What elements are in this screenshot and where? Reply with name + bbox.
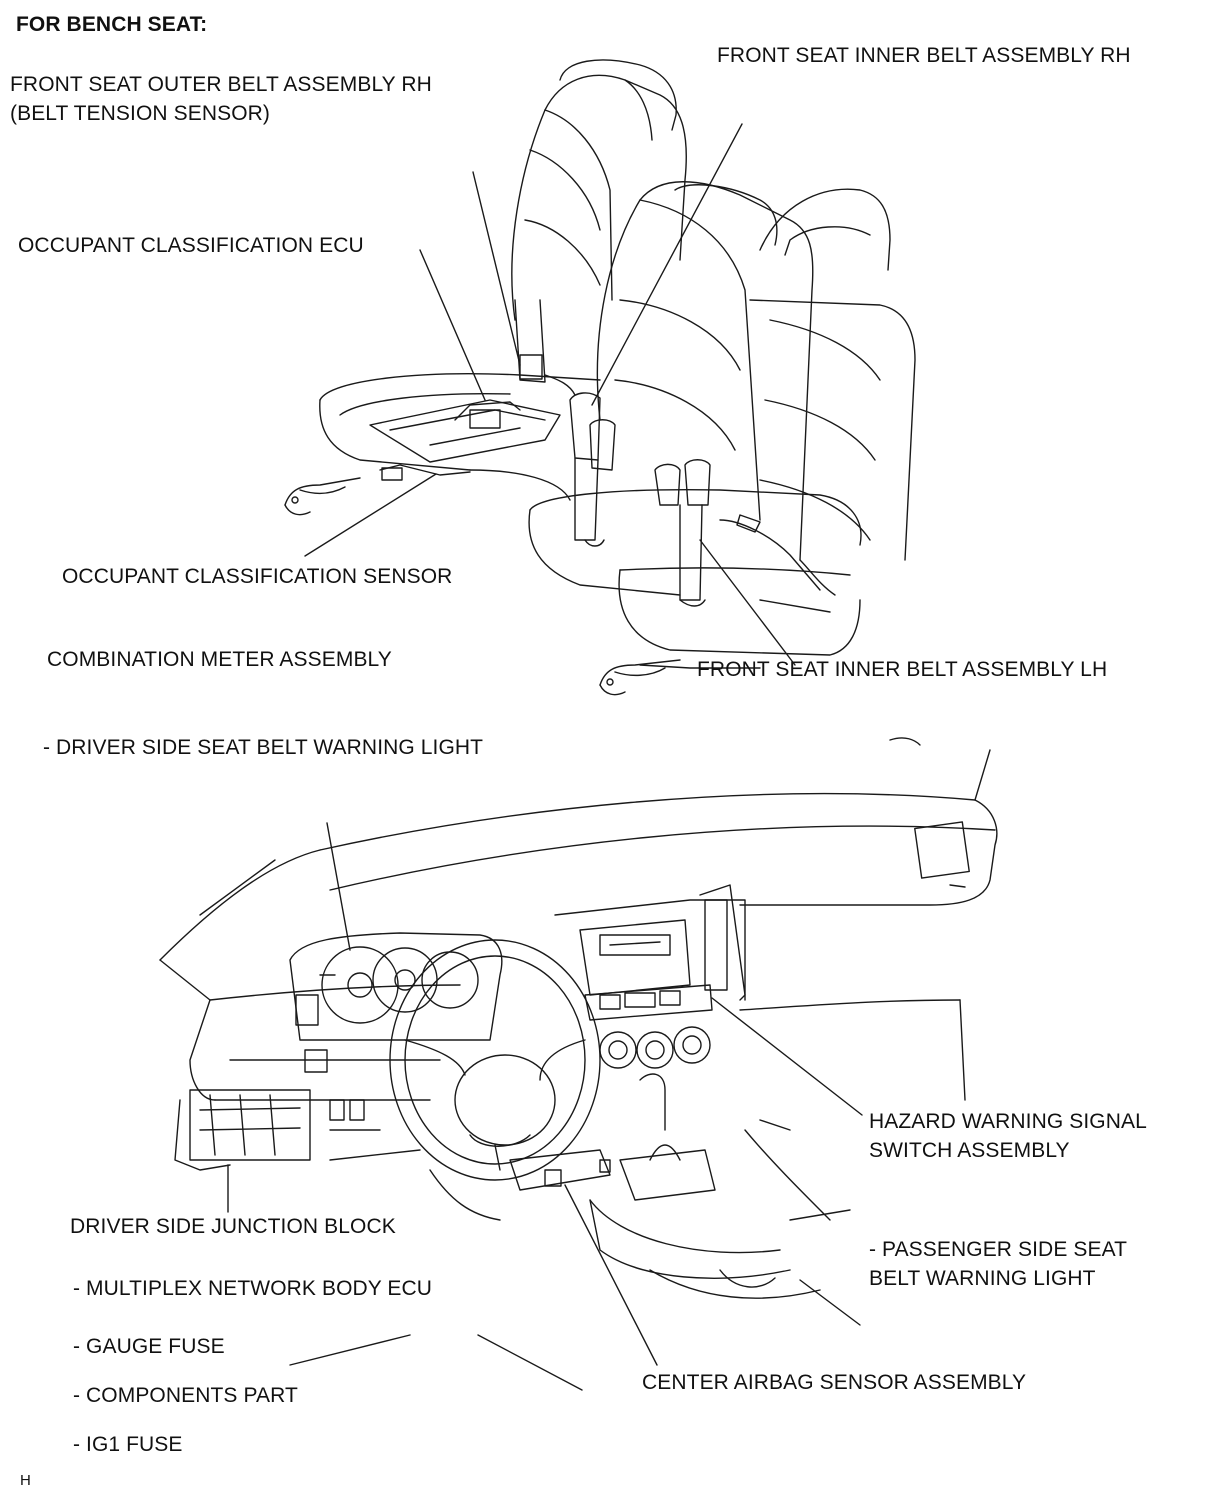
label-passenger-warning-light-line2: BELT WARNING LIGHT bbox=[869, 1267, 1096, 1290]
label-hazard-switch-line1: HAZARD WARNING SIGNAL bbox=[869, 1110, 1147, 1133]
leader-inner-belt-lh bbox=[699, 539, 796, 666]
leader-lines bbox=[227, 123, 863, 1366]
label-hazard-switch: HAZARD WARNING SIGNAL SWITCH ASSEMBLY bbox=[869, 1107, 1147, 1165]
instrument-panel-drawing bbox=[159, 737, 998, 1391]
leader-occupant-sensor bbox=[304, 473, 437, 557]
label-components-part: - COMPONENTS PART bbox=[73, 1384, 298, 1407]
label-passenger-warning-light: - PASSENGER SIDE SEAT BELT WARNING LIGHT bbox=[869, 1235, 1127, 1293]
leader-inner-belt-rh bbox=[591, 123, 743, 406]
label-passenger-warning-light-line1: - PASSENGER SIDE SEAT bbox=[869, 1238, 1128, 1261]
label-gauge-fuse: - GAUGE FUSE bbox=[73, 1335, 225, 1358]
label-inner-belt-lh: FRONT SEAT INNER BELT ASSEMBLY LH bbox=[697, 658, 1108, 681]
label-occupant-sensor: OCCUPANT CLASSIFICATION SENSOR bbox=[62, 565, 453, 588]
leader-hazard-switch bbox=[711, 997, 863, 1116]
leader-outer-belt-rh bbox=[472, 171, 521, 366]
label-driver-warning-light: - DRIVER SIDE SEAT BELT WARNING LIGHT bbox=[43, 736, 484, 759]
label-occupant-ecu: OCCUPANT CLASSIFICATION ECU bbox=[18, 234, 364, 257]
label-center-airbag: CENTER AIRBAG SENSOR ASSEMBLY bbox=[642, 1371, 1027, 1394]
label-combination-meter: COMBINATION METER ASSEMBLY bbox=[47, 648, 392, 671]
leader-occupant-ecu bbox=[419, 249, 486, 401]
label-multiplex-ecu: - MULTIPLEX NETWORK BODY ECU bbox=[73, 1277, 433, 1300]
label-junction-block: DRIVER SIDE JUNCTION BLOCK bbox=[70, 1215, 396, 1238]
leader-center-airbag bbox=[564, 1184, 658, 1366]
label-outer-belt-rh: FRONT SEAT OUTER BELT ASSEMBLY RH (BELT … bbox=[10, 70, 432, 128]
label-hazard-switch-line2: SWITCH ASSEMBLY bbox=[869, 1139, 1070, 1162]
bench-seat-drawing bbox=[284, 59, 916, 696]
label-outer-belt-rh-line1: FRONT SEAT OUTER BELT ASSEMBLY RH bbox=[10, 73, 432, 96]
page-heading: FOR BENCH SEAT: bbox=[16, 13, 208, 36]
label-inner-belt-rh: FRONT SEAT INNER BELT ASSEMBLY RH bbox=[717, 44, 1131, 67]
label-outer-belt-rh-line2: (BELT TENSION SENSOR) bbox=[10, 102, 270, 125]
leader-driver-warning-light bbox=[326, 822, 351, 951]
label-ig1-fuse: - IG1 FUSE bbox=[73, 1433, 183, 1456]
corner-mark: H bbox=[20, 1472, 31, 1489]
